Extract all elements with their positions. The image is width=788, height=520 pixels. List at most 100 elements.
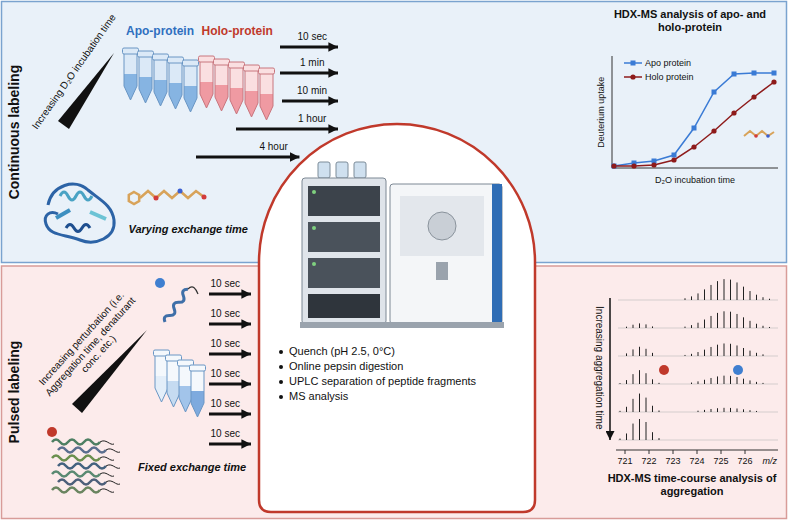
state-dot: [155, 278, 165, 288]
tick-label: 726: [738, 456, 753, 466]
tube-outline: [184, 65, 197, 112]
spectrum-peak: [717, 281, 718, 300]
protein-sheet: [56, 210, 70, 218]
tube-liquid: [260, 94, 273, 120]
tube-outline: [179, 365, 192, 412]
aggregate-fibril: [52, 472, 100, 477]
time-label: 1 min: [300, 57, 324, 69]
spectrum-peak: [743, 348, 744, 356]
chart-title: HDX-MS time-course analysis of aggregati…: [604, 472, 780, 497]
holo-point: [771, 79, 776, 84]
aggregate-tail: [100, 489, 114, 492]
exchange-arrow: [209, 353, 251, 356]
ms-body: [390, 184, 502, 324]
spectrum-peak: [750, 321, 751, 328]
tube-outline: [124, 53, 137, 100]
protein-tail: [188, 287, 198, 294]
step-text: UPLC separation of peptide fragments: [289, 375, 476, 387]
spectrum-peak: [626, 353, 627, 356]
spectrum-peak: [743, 379, 744, 384]
apo-tube: [153, 54, 169, 106]
spectrum-peak: [743, 287, 744, 300]
tube-body: [179, 365, 192, 412]
tube-liquid: [215, 85, 228, 111]
bullet-dot: [279, 380, 283, 384]
chart-axis: [612, 168, 778, 169]
time-label: 10 sec: [298, 31, 327, 43]
tube-liquid: [191, 391, 204, 417]
tube-cap: [138, 51, 154, 57]
spectrum-peak: [633, 424, 634, 440]
spectrum-peak: [659, 383, 660, 384]
ms-front: [400, 196, 484, 256]
tube-body: [139, 56, 152, 103]
exchange-arrow: [209, 323, 251, 326]
ligand-ring: [129, 192, 139, 204]
lc-stack: [302, 178, 386, 324]
spectrum-peak: [724, 279, 725, 300]
spectrum-peak: [685, 355, 686, 356]
time-label: 10 sec: [211, 368, 240, 380]
spectrum-baseline: [618, 440, 778, 441]
spectrum-peak: [691, 325, 692, 328]
tube-liquid: [155, 376, 168, 402]
protein-ribbon: [45, 184, 114, 242]
spectrum-peak: [717, 408, 718, 412]
spectrum-peak: [724, 343, 725, 356]
step-text: MS analysis: [289, 390, 348, 402]
tube-liquid: [230, 88, 243, 114]
tube-liquid: [139, 77, 152, 103]
tube-outline: [230, 67, 243, 114]
holo-curve: [614, 82, 774, 166]
holo-tube: [214, 59, 230, 111]
tick-label: 723: [666, 456, 681, 466]
apo-tube: [168, 57, 184, 109]
instrument-base: [300, 322, 504, 328]
tube-body: [167, 360, 180, 407]
spectrum-peak: [756, 324, 757, 328]
aggregate-fibril: [52, 456, 100, 461]
spectrum-peak: [659, 410, 660, 412]
state-dot: [659, 365, 669, 375]
apo-point: [732, 72, 737, 77]
spectrum-peak: [756, 295, 757, 300]
axis-tick: [625, 450, 626, 454]
spectrum-peak: [698, 352, 699, 356]
apo-point: [612, 164, 617, 169]
swatch-marker: [630, 74, 635, 79]
axis-title: m/z: [763, 456, 778, 466]
tube-cap: [214, 59, 230, 65]
status-light: [312, 262, 316, 266]
aggregate-fibril: [52, 440, 100, 445]
tube-liquid: [167, 381, 180, 407]
tube-outline: [260, 73, 273, 120]
time-label: 10 sec: [211, 428, 240, 440]
spectrum-peak: [652, 432, 653, 440]
spectrum-peak: [737, 345, 738, 356]
spectrum-peak: [626, 407, 627, 412]
exchange-arrow: [209, 383, 251, 386]
tube-body: [230, 67, 243, 114]
protein-helix: [163, 288, 191, 324]
ms-source: [428, 212, 456, 240]
apo-point: [672, 153, 677, 158]
ms-inlet: [436, 262, 448, 280]
spectrum-peak: [639, 370, 640, 384]
axis-tick: [673, 450, 674, 454]
tube-liquid: [154, 80, 167, 106]
axis-tick: [649, 450, 650, 454]
ligand-atom: [202, 195, 207, 200]
tube-outline: [245, 70, 258, 117]
holo-point: [671, 157, 676, 162]
instrument-frame: [259, 124, 535, 512]
tick-label: 722: [642, 456, 657, 466]
aggregate-tail: [106, 465, 120, 468]
axis-tick: [745, 450, 746, 454]
apo-tube: [183, 60, 199, 112]
apo-curve: [614, 73, 774, 166]
group-label: Holo-protein: [202, 25, 273, 39]
aggregate-tail: [100, 441, 114, 444]
tube-outline: [154, 59, 167, 106]
spectrum-peak: [652, 326, 653, 328]
protein-structure: [45, 184, 114, 242]
